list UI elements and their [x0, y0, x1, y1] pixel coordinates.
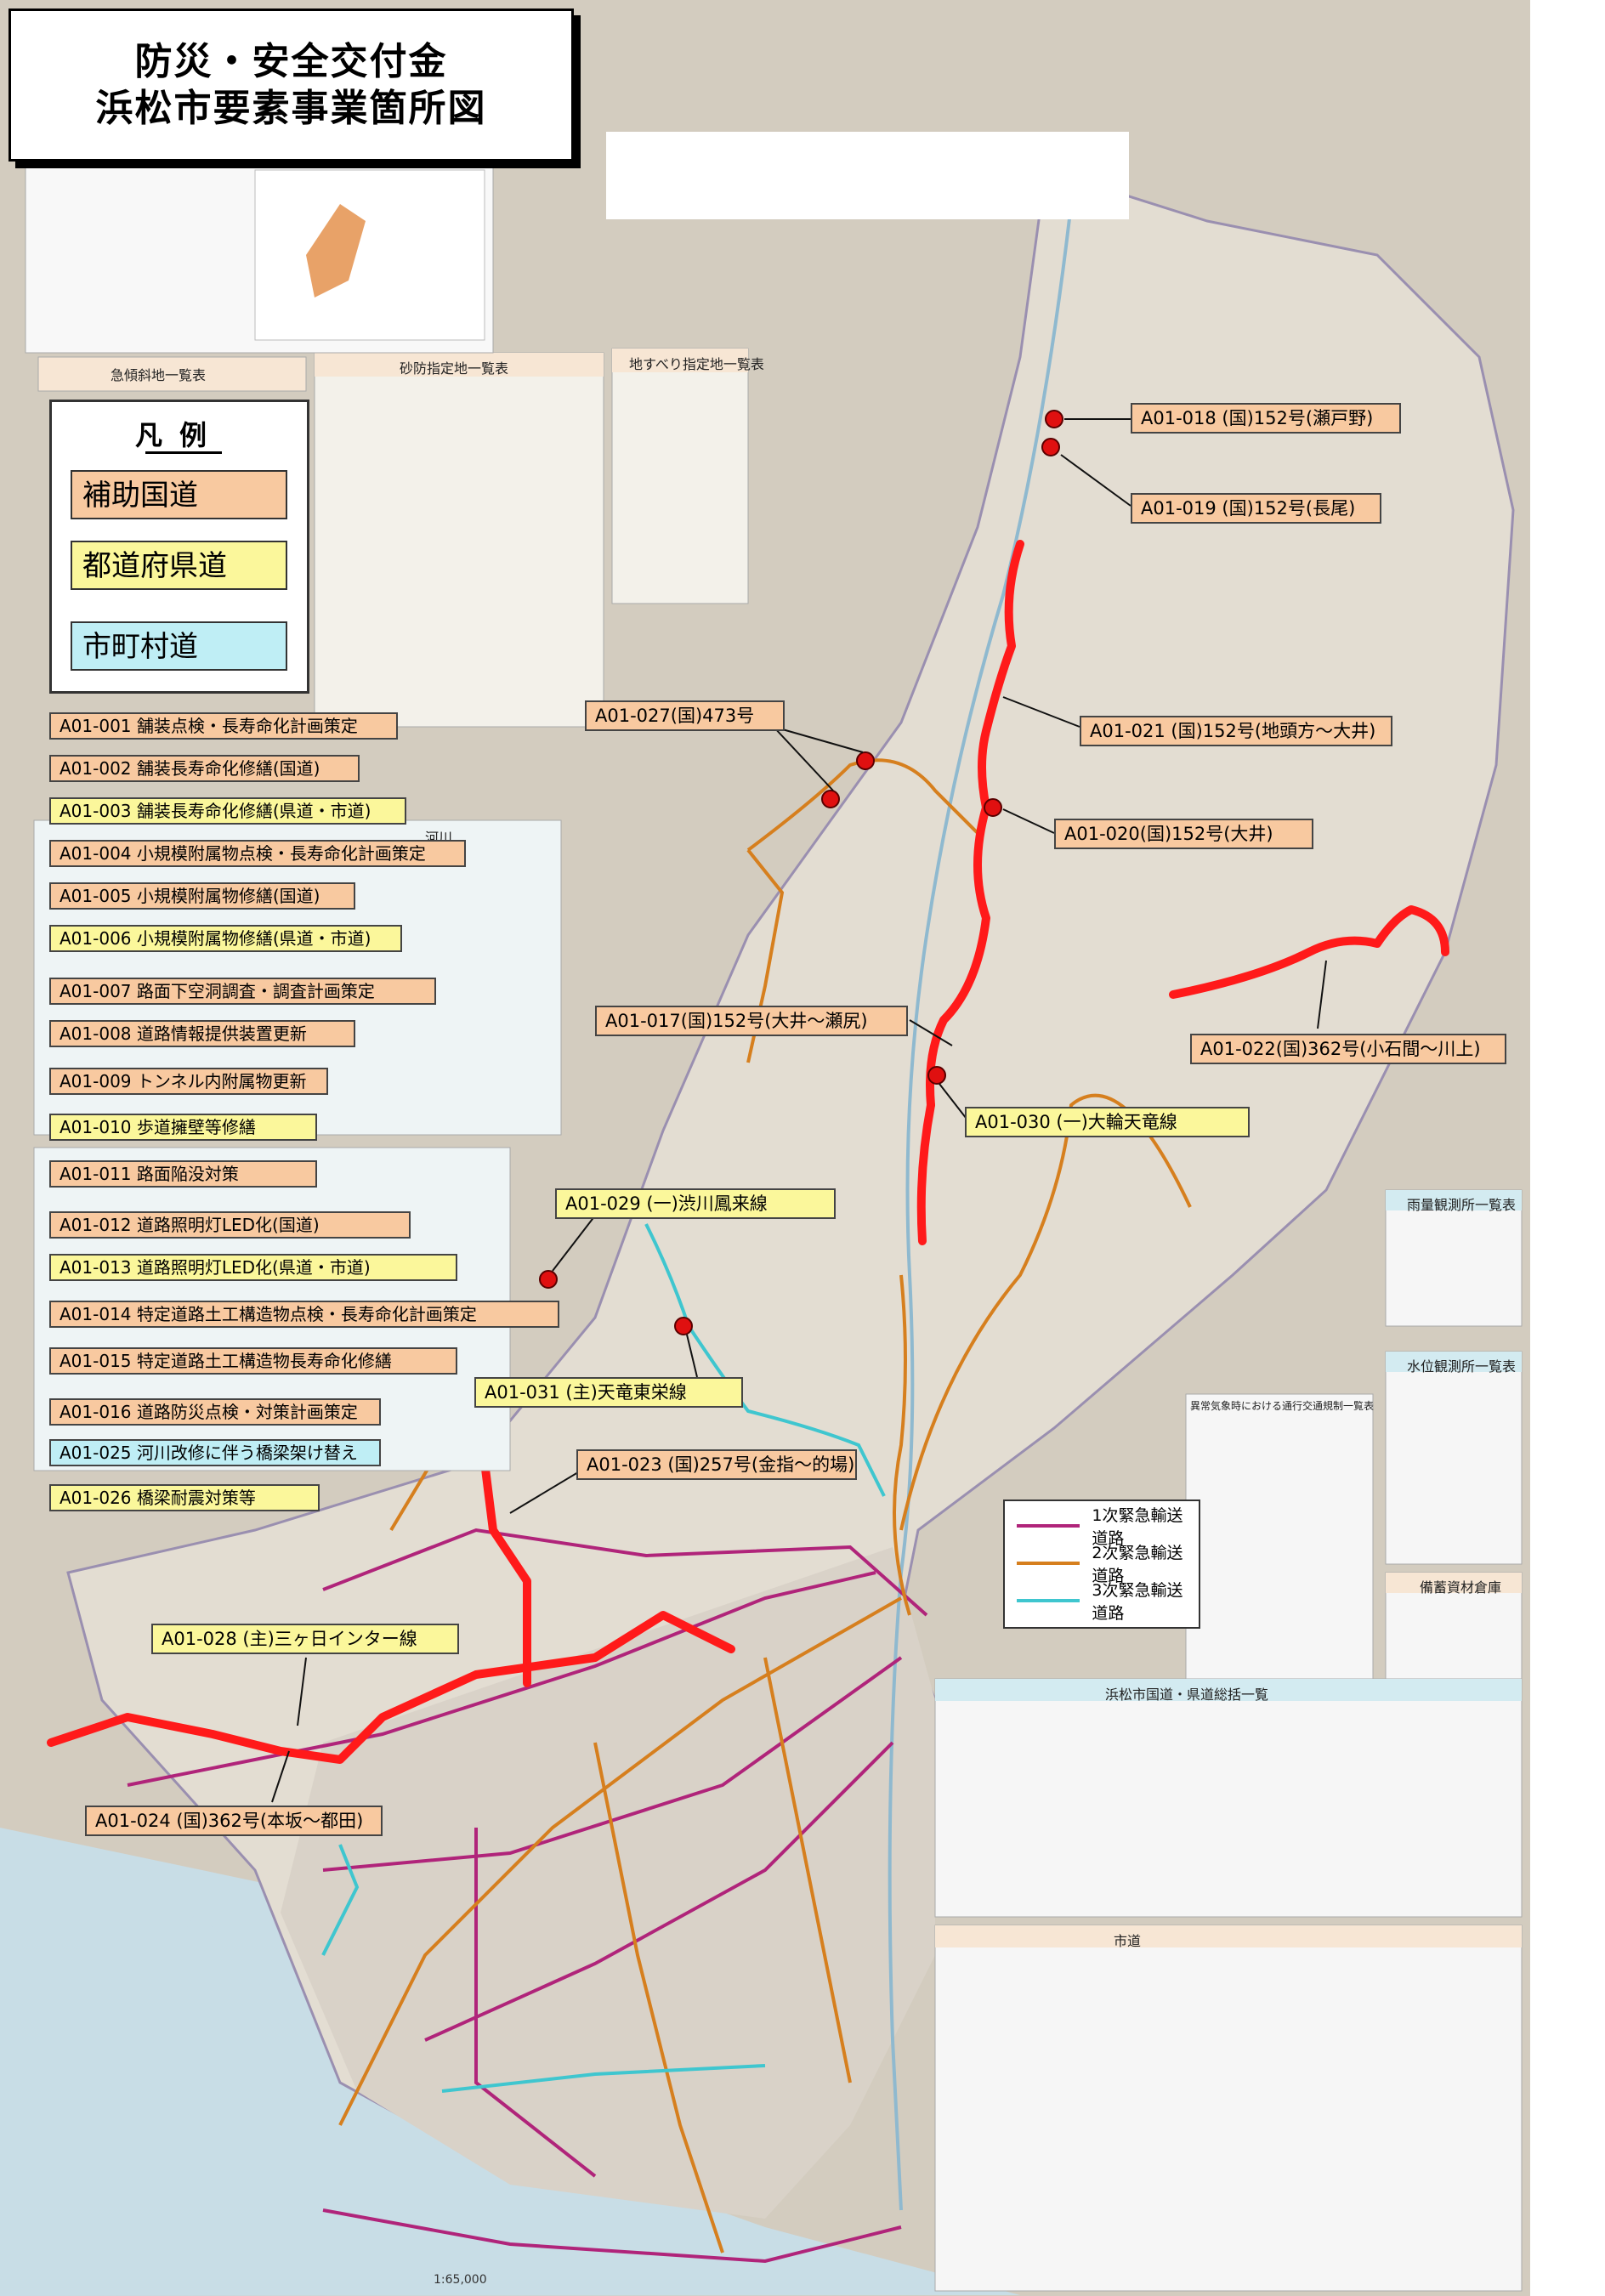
- redacted-area: [606, 132, 1129, 219]
- table-title-stockpile: 備蓄資材倉庫: [1420, 1579, 1502, 1596]
- callout-a01-021: A01-021 (国)152号(地頭方～大井): [1080, 716, 1392, 746]
- table-title-city-road: 市道: [1114, 1933, 1142, 1949]
- table-title-water-level: 水位観測所一覧表: [1407, 1358, 1517, 1375]
- table-title-steep-slope: 急傾斜地一覧表: [111, 367, 207, 383]
- marker-a031: [674, 1317, 693, 1335]
- legend-heading: 凡例: [134, 419, 224, 451]
- callout-a01-030: A01-030 (一)大輪天竜線: [965, 1107, 1250, 1137]
- marker-a027b: [821, 790, 840, 808]
- callout-leader-lines: [271, 418, 1327, 1803]
- project-markers: [539, 410, 1063, 1335]
- lake-hamana: [153, 1913, 289, 2120]
- project-a01-009: A01-009 トンネル内附属物更新: [49, 1068, 328, 1095]
- map-scale: 1:65,000: [434, 2273, 487, 2287]
- project-a01-012: A01-012 道路照明灯LED化(国道): [49, 1211, 411, 1239]
- road-legend-row-3: 3次緊急輸送道路: [1017, 1581, 1199, 1623]
- legend-item-prefectural-road: 都道府県道: [71, 541, 287, 590]
- map-title-box: 防災・安全交付金 浜松市要素事業箇所図: [9, 9, 574, 162]
- road-legend-row-1: 1次緊急輸送道路: [1017, 1506, 1199, 1548]
- callout-a01-022: A01-022(国)362号(小石間～川上): [1190, 1034, 1506, 1064]
- legend-heading-underline: [145, 451, 222, 454]
- table-title-sabo: 砂防指定地一覧表: [400, 360, 509, 377]
- callout-a01-024: A01-024 (国)362号(本坂～都田): [85, 1806, 383, 1836]
- table-title-road-summary: 浜松市国道・県道総括一覧: [1105, 1687, 1269, 1703]
- callout-a01-028: A01-028 (主)三ヶ日インター線: [151, 1624, 459, 1654]
- project-a01-013: A01-013 道路照明灯LED化(県道・市道): [49, 1254, 457, 1281]
- map-legend: 凡例 補助国道 都道府県道 市町村道: [49, 400, 309, 694]
- tertiary-emergency-roads: [321, 1223, 886, 2093]
- legend-item-national-road: 補助国道: [71, 470, 287, 519]
- table-title-traffic-regulation: 異常気象時における通行交通規制一覧表: [1190, 1400, 1375, 1412]
- callout-a01-029: A01-029 (一)渋川鳳来線: [555, 1188, 836, 1219]
- callout-a01-027: A01-027(国)473号: [585, 700, 785, 731]
- emergency-road-legend: 1次緊急輸送道路 2次緊急輸送道路 3次緊急輸送道路: [1003, 1499, 1200, 1629]
- marker-a019: [1041, 438, 1060, 456]
- marker-a029: [539, 1270, 558, 1289]
- road-legend-line-2: [1017, 1562, 1080, 1565]
- marker-a027a: [856, 751, 875, 770]
- project-a01-014: A01-014 特定道路土工構造物点検・長寿命化計画策定: [49, 1301, 559, 1328]
- road-legend-label-2: 2次緊急輸送道路: [1092, 1544, 1183, 1585]
- road-legend-line-1: [1017, 1524, 1080, 1528]
- project-a01-005: A01-005 小規模附属物修繕(国道): [49, 882, 355, 910]
- inset-locator: [306, 204, 366, 298]
- project-a01-003: A01-003 舗装長寿命化修繕(県道・市道): [49, 797, 406, 825]
- project-a01-026: A01-026 橋梁耐震対策等: [49, 1484, 320, 1511]
- primary-emergency-roads: [127, 1528, 928, 2264]
- callout-a01-031: A01-031 (主)天竜東栄線: [474, 1377, 743, 1408]
- road-legend-row-2: 2次緊急輸送道路: [1017, 1544, 1199, 1585]
- project-a01-007: A01-007 路面下空洞調査・調査計画策定: [49, 978, 436, 1005]
- table-title-rain-gauge: 雨量観測所一覧表: [1407, 1197, 1517, 1213]
- project-a01-008: A01-008 道路情報提供装置更新: [49, 1020, 355, 1047]
- project-a01-025: A01-025 河川改修に伴う橋梁架け替え: [49, 1439, 381, 1466]
- project-a01-011: A01-011 路面陥没対策: [49, 1160, 317, 1188]
- project-a01-004: A01-004 小規模附属物点検・長寿命化計画策定: [49, 840, 466, 867]
- road-legend-line-3: [1017, 1599, 1080, 1602]
- marker-a030: [927, 1066, 946, 1085]
- marker-a020: [984, 798, 1002, 817]
- callout-a01-017: A01-017(国)152号(大井～瀬尻): [595, 1006, 908, 1036]
- project-a01-010: A01-010 歩道擁壁等修繕: [49, 1114, 317, 1141]
- callout-a01-020: A01-020(国)152号(大井): [1054, 819, 1313, 849]
- project-a01-001: A01-001 舗装点検・長寿命化計画策定: [49, 712, 398, 740]
- callout-a01-018: A01-018 (国)152号(瀬戸野): [1131, 403, 1401, 434]
- road-legend-label-3: 3次緊急輸送道路: [1092, 1581, 1183, 1623]
- sea-area: [0, 1828, 1020, 2296]
- tenryu-river: [888, 203, 1073, 2211]
- project-a01-016: A01-016 道路防災点検・対策計画策定: [49, 1398, 381, 1426]
- project-a01-006: A01-006 小規模附属物修繕(県道・市道): [49, 925, 402, 952]
- callout-a01-019: A01-019 (国)152号(長尾): [1131, 493, 1381, 524]
- callout-a01-023: A01-023 (国)257号(金指～的場): [576, 1449, 857, 1480]
- map-margin-right: [1530, 0, 1605, 2296]
- road-legend-label-1: 1次緊急輸送道路: [1092, 1506, 1183, 1548]
- marker-a018: [1045, 410, 1063, 428]
- map-title-line1: 防災・安全交付金: [134, 40, 448, 83]
- project-a01-015: A01-015 特定道路土工構造物長寿命化修繕: [49, 1347, 457, 1375]
- project-a01-002: A01-002 舗装長寿命化修繕(国道): [49, 755, 360, 782]
- legend-item-municipal-road: 市町村道: [71, 621, 287, 671]
- map-title-line2: 浜松市要素事業箇所図: [95, 87, 487, 130]
- table-title-landslide: 地すべり指定地一覧表: [629, 356, 764, 372]
